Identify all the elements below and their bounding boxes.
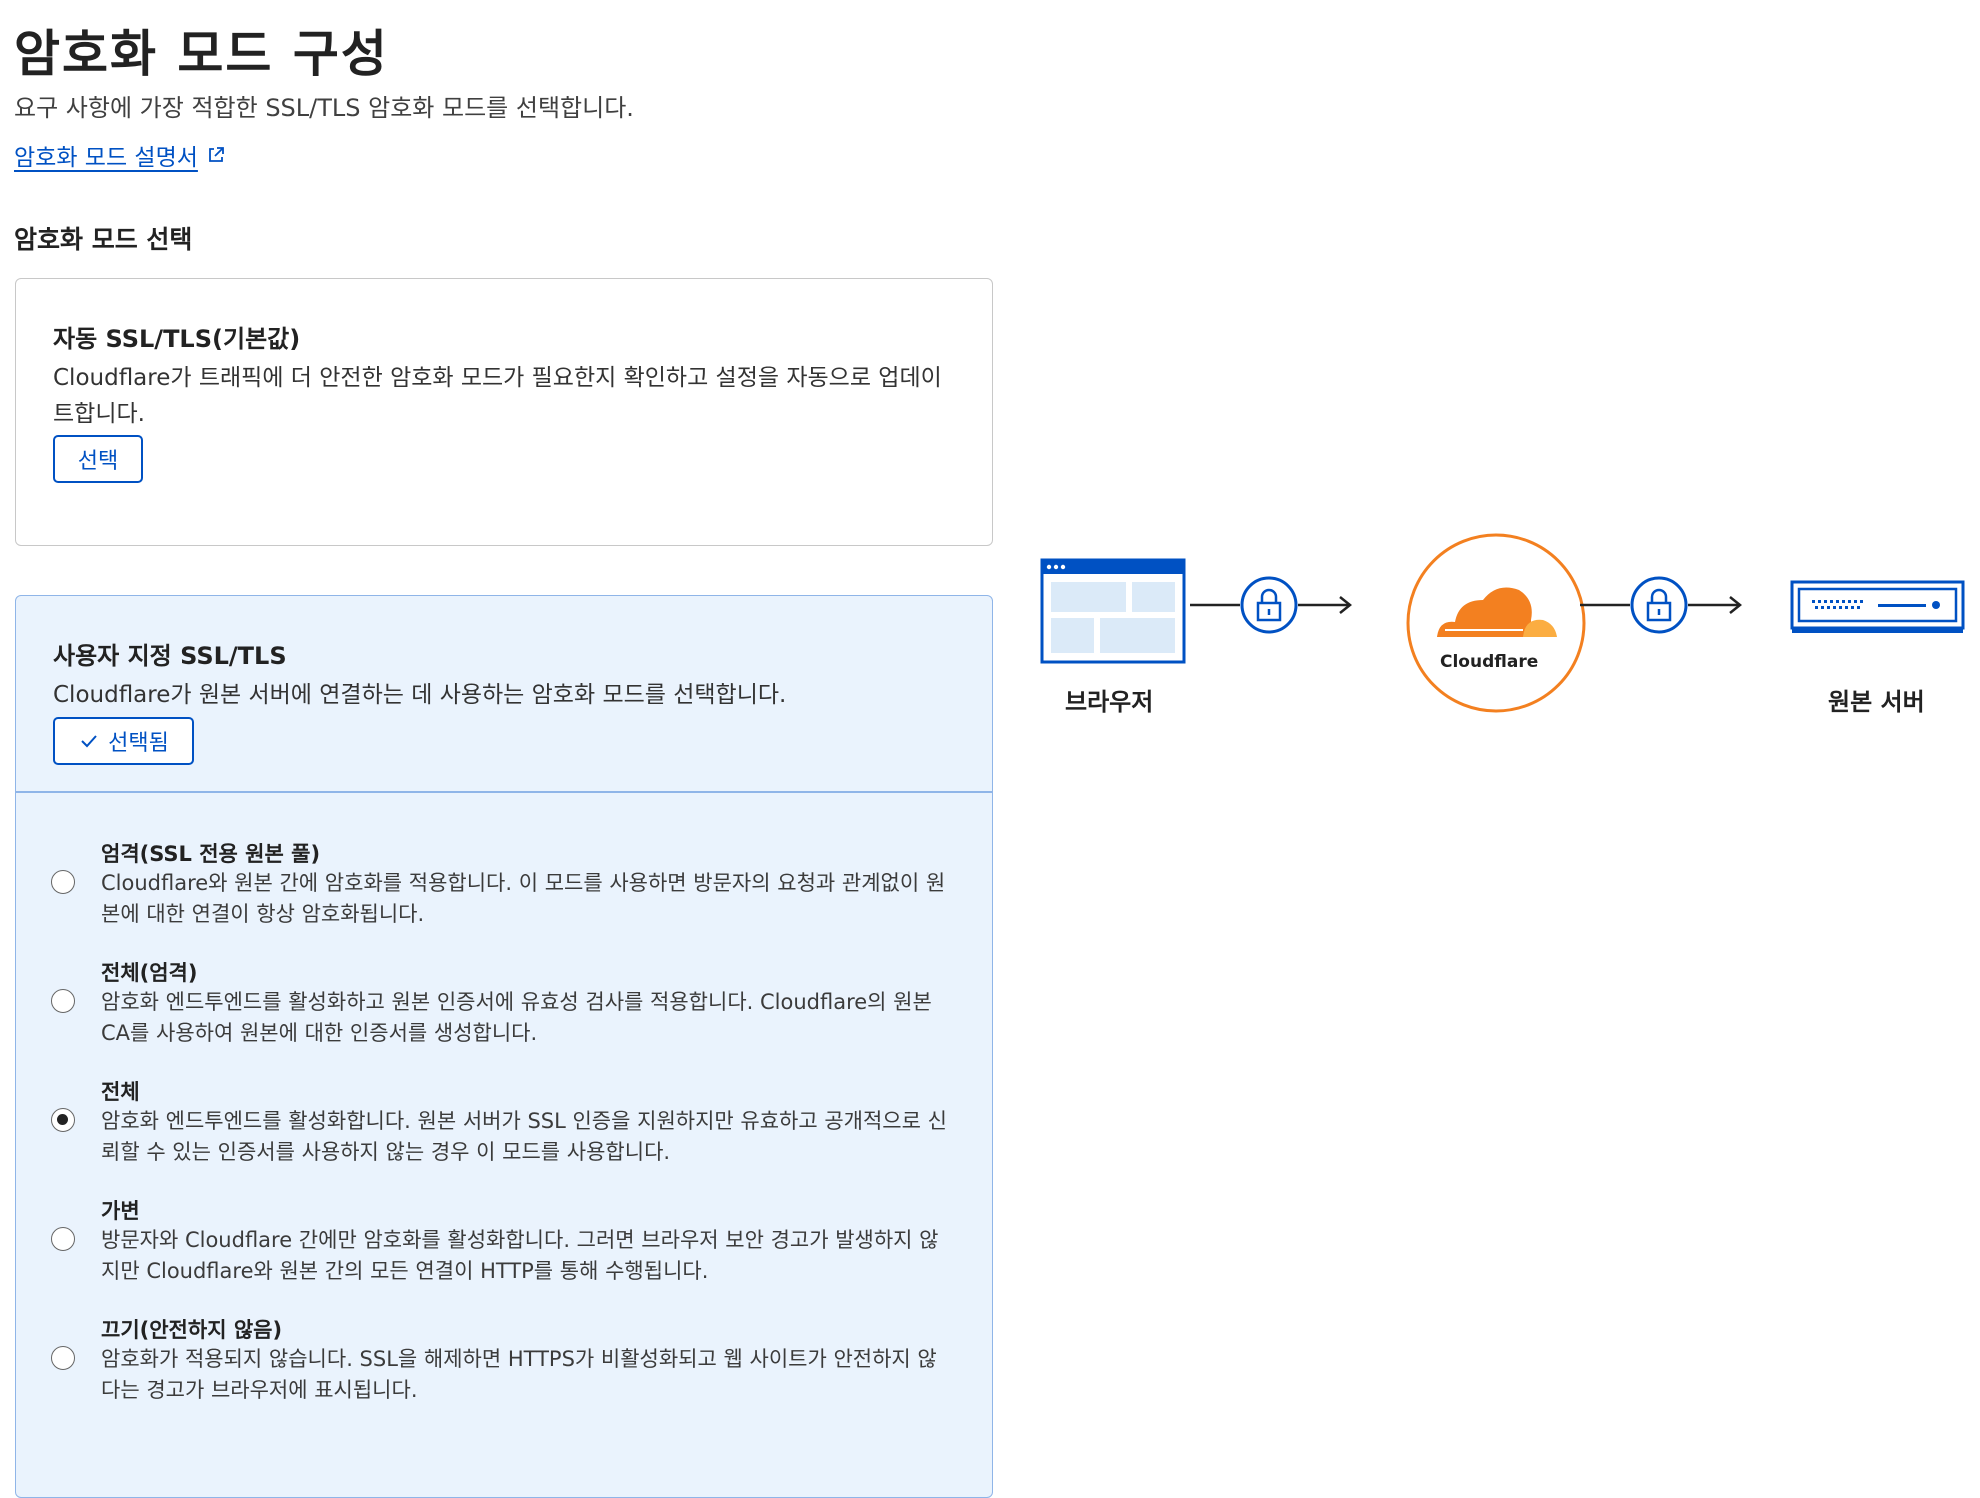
cloudflare-label: Cloudflare [1440,652,1539,672]
option-title: 가변 [101,1199,140,1223]
mode-option-off[interactable]: 끄기(안전하지 않음) 암호화가 적용되지 않습니다. SSL을 해제하면 HT… [16,1314,992,1414]
external-link-icon [209,147,224,162]
page-subtitle: 요구 사항에 가장 적합한 SSL/TLS 암호화 모드를 선택합니다. [14,94,634,122]
page-title: 암호화 모드 구성 [14,25,389,83]
checkmark-icon [81,735,97,748]
cloudflare-logo-icon [1406,533,1586,713]
custom-ssl-title: 사용자 지정 SSL/TLS [53,642,287,670]
connection-line-right [1580,596,1743,614]
option-description: 암호화가 적용되지 않습니다. SSL을 해제하면 HTTPS가 비활성화되고 … [101,1347,937,1402]
radio-button[interactable] [51,870,75,894]
lock-icon [1630,576,1688,634]
option-description: 방문자와 Cloudflare 간에만 암호화를 활성화합니다. 그러면 브라우… [101,1228,939,1283]
radio-button-checked[interactable] [51,1108,75,1132]
mode-option-flexible[interactable]: 가변 방문자와 Cloudflare 간에만 암호화를 활성화합니다. 그러면 … [16,1195,992,1295]
encryption-flow-diagram: 브라우저 Cloudflare [1020,520,1970,720]
option-title: 끄기(안전하지 않음) [101,1318,283,1342]
radio-button[interactable] [51,989,75,1013]
option-description: 암호화 엔드투엔드를 활성화하고 원본 인증서에 유효성 검사를 적용합니다. … [101,990,932,1045]
radio-button[interactable] [51,1227,75,1251]
radio-button[interactable] [51,1346,75,1370]
option-title: 전체 [101,1080,140,1104]
section-title: 암호화 모드 선택 [14,225,193,254]
option-title: 전체(엄격) [101,961,198,985]
mode-option-full-strict[interactable]: 전체(엄격) 암호화 엔드투엔드를 활성화하고 원본 인증서에 유효성 검사를 … [16,957,992,1057]
browser-icon [1040,558,1186,664]
custom-ssl-selected-button[interactable]: 선택됨 [53,717,194,765]
custom-ssl-card: 사용자 지정 SSL/TLS Cloudflare가 원본 서버에 연결하는 데… [15,595,993,1498]
card-divider [16,791,992,793]
lock-icon [1240,576,1298,634]
mode-option-full[interactable]: 전체 암호화 엔드투엔드를 활성화합니다. 원본 서버가 SSL 인증을 지원하… [16,1076,992,1176]
option-description: 암호화 엔드투엔드를 활성화합니다. 원본 서버가 SSL 인증을 지원하지만 … [101,1109,947,1164]
docs-link-label: 암호화 모드 설명서 [14,145,198,171]
origin-server-icon [1790,580,1965,633]
auto-ssl-title: 자동 SSL/TLS(기본값) [53,325,301,353]
connection-line-left [1190,596,1353,614]
auto-ssl-card: 자동 SSL/TLS(기본값) Cloudflare가 트래픽에 더 안전한 암… [15,278,993,546]
mode-option-strict-ssl-only[interactable]: 엄격(SSL 전용 원본 풀) Cloudflare와 원본 간에 암호화를 적… [16,838,992,938]
auto-ssl-select-button[interactable]: 선택 [53,435,143,483]
origin-server-label: 원본 서버 [1828,688,1925,716]
encryption-docs-link[interactable]: 암호화 모드 설명서 [14,138,226,172]
custom-ssl-description: Cloudflare가 원본 서버에 연결하는 데 사용하는 암호화 모드를 선… [53,682,787,708]
option-description: Cloudflare와 원본 간에 암호화를 적용합니다. 이 모드를 사용하면… [101,871,946,926]
option-title: 엄격(SSL 전용 원본 풀) [101,842,321,866]
auto-ssl-description: Cloudflare가 트래픽에 더 안전한 암호화 모드가 필요한지 확인하고… [53,365,942,427]
selected-button-label: 선택됨 [108,731,169,756]
browser-label: 브라우저 [1065,688,1154,716]
